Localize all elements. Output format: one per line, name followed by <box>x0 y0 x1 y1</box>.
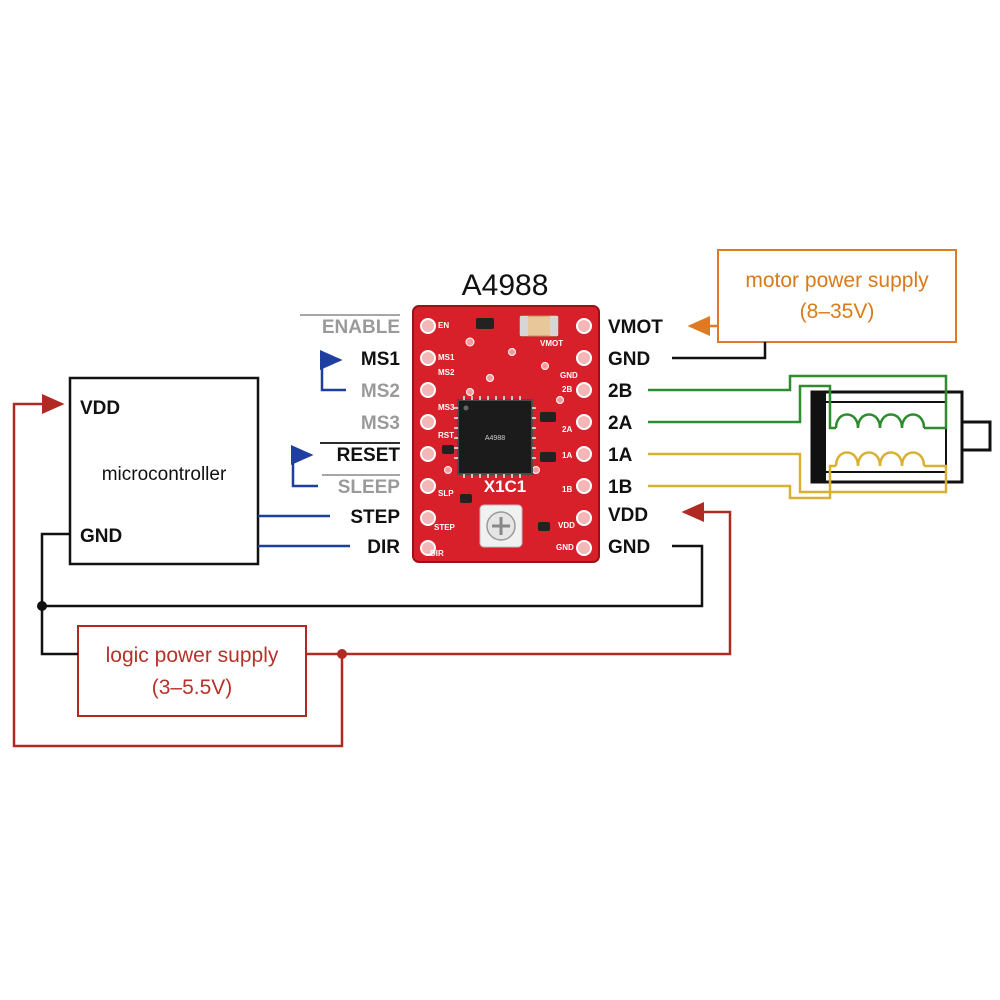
motor-supply-range: (8–35V) <box>800 300 875 323</box>
svg-text:2A: 2A <box>562 425 572 434</box>
pin-label-sleep: SLEEP <box>338 477 401 498</box>
svg-text:MS3: MS3 <box>438 403 455 412</box>
pin-label-1a: 1A <box>608 445 633 466</box>
svg-text:MS1: MS1 <box>438 353 455 362</box>
svg-text:EN: EN <box>438 321 449 330</box>
svg-text:2B: 2B <box>562 385 572 394</box>
svg-text:1B: 1B <box>562 485 572 494</box>
pin-label-ms2: MS2 <box>361 381 400 402</box>
pin-label-gnd-motor: GND <box>608 349 650 370</box>
pin-label-dir: DIR <box>367 537 400 558</box>
svg-text:RST: RST <box>438 431 454 440</box>
jumper-wires <box>291 350 346 488</box>
microcontroller-block: VDD microcontroller GND <box>68 376 260 566</box>
pin-label-vmot: VMOT <box>608 317 663 338</box>
pin-label-2a: 2A <box>608 413 633 434</box>
right-pin-labels: VMOT GND 2B 2A 1A 1B VDD GND <box>608 317 663 558</box>
pin-label-step: STEP <box>350 507 400 528</box>
a4988-chip: A4988 <box>454 396 536 478</box>
motor-supply-title: motor power supply <box>745 269 929 292</box>
left-pin-pads <box>420 318 436 556</box>
pin-label-ms3: MS3 <box>361 413 400 434</box>
stepper-motor <box>810 390 992 484</box>
left-pin-labels: ENABLE MS1 MS2 MS3 RESET SLEEP STEP DIR <box>300 314 401 558</box>
svg-text:GND: GND <box>556 543 574 552</box>
coil-b <box>834 413 926 429</box>
control-wires <box>258 514 350 548</box>
vdd-junction <box>337 649 347 659</box>
current-limit-potentiometer <box>479 504 523 548</box>
pin-label-gnd-logic: GND <box>608 537 650 558</box>
mcu-name: microcontroller <box>102 464 227 485</box>
pin-label-enable: ENABLE <box>322 317 400 338</box>
pin-label-vdd: VDD <box>608 505 648 526</box>
svg-text:DIR: DIR <box>430 549 444 558</box>
pin-label-2b: 2B <box>608 381 632 402</box>
pin-label-reset: RESET <box>337 445 401 466</box>
coil-b-wires <box>648 374 948 430</box>
svg-text:STEP: STEP <box>434 523 456 532</box>
logic-vdd-wires <box>12 394 732 748</box>
pin-label-1b: 1B <box>608 477 632 498</box>
svg-text:VMOT: VMOT <box>540 339 563 348</box>
board-silkscreen: EN MS1 MS2 MS3 RST SLP STEP DIR VMOT GND… <box>430 321 578 558</box>
logic-power-supply: logic power supply (3–5.5V) <box>77 625 307 717</box>
svg-text:VDD: VDD <box>558 521 575 530</box>
gnd-junction <box>37 601 47 611</box>
logic-supply-title: logic power supply <box>106 644 279 667</box>
right-pin-pads <box>576 318 592 556</box>
ground-wires <box>40 532 704 656</box>
svg-text:GND: GND <box>560 371 578 380</box>
logic-supply-range: (3–5.5V) <box>152 676 233 699</box>
mcu-vdd-label: VDD <box>80 398 120 419</box>
coil-a-wires <box>648 452 948 500</box>
pin-label-ms1: MS1 <box>361 349 401 370</box>
coil-a <box>834 451 926 467</box>
a4988-board: A4988 EN MS1 MS2 MS3 RST SLP STEP DIR VM… <box>412 305 600 563</box>
svg-text:X1C1: X1C1 <box>484 477 527 496</box>
motor-power-supply: motor power supply (8–35V) <box>717 249 957 343</box>
diagram-title: A4988 <box>462 269 549 302</box>
chip-marking: A4988 <box>485 435 505 442</box>
motor-gnd-wire <box>672 342 767 360</box>
svg-text:MS2: MS2 <box>438 368 455 377</box>
svg-text:1A: 1A <box>562 451 572 460</box>
svg-text:SLP: SLP <box>438 489 454 498</box>
mcu-gnd-label: GND <box>80 526 122 547</box>
